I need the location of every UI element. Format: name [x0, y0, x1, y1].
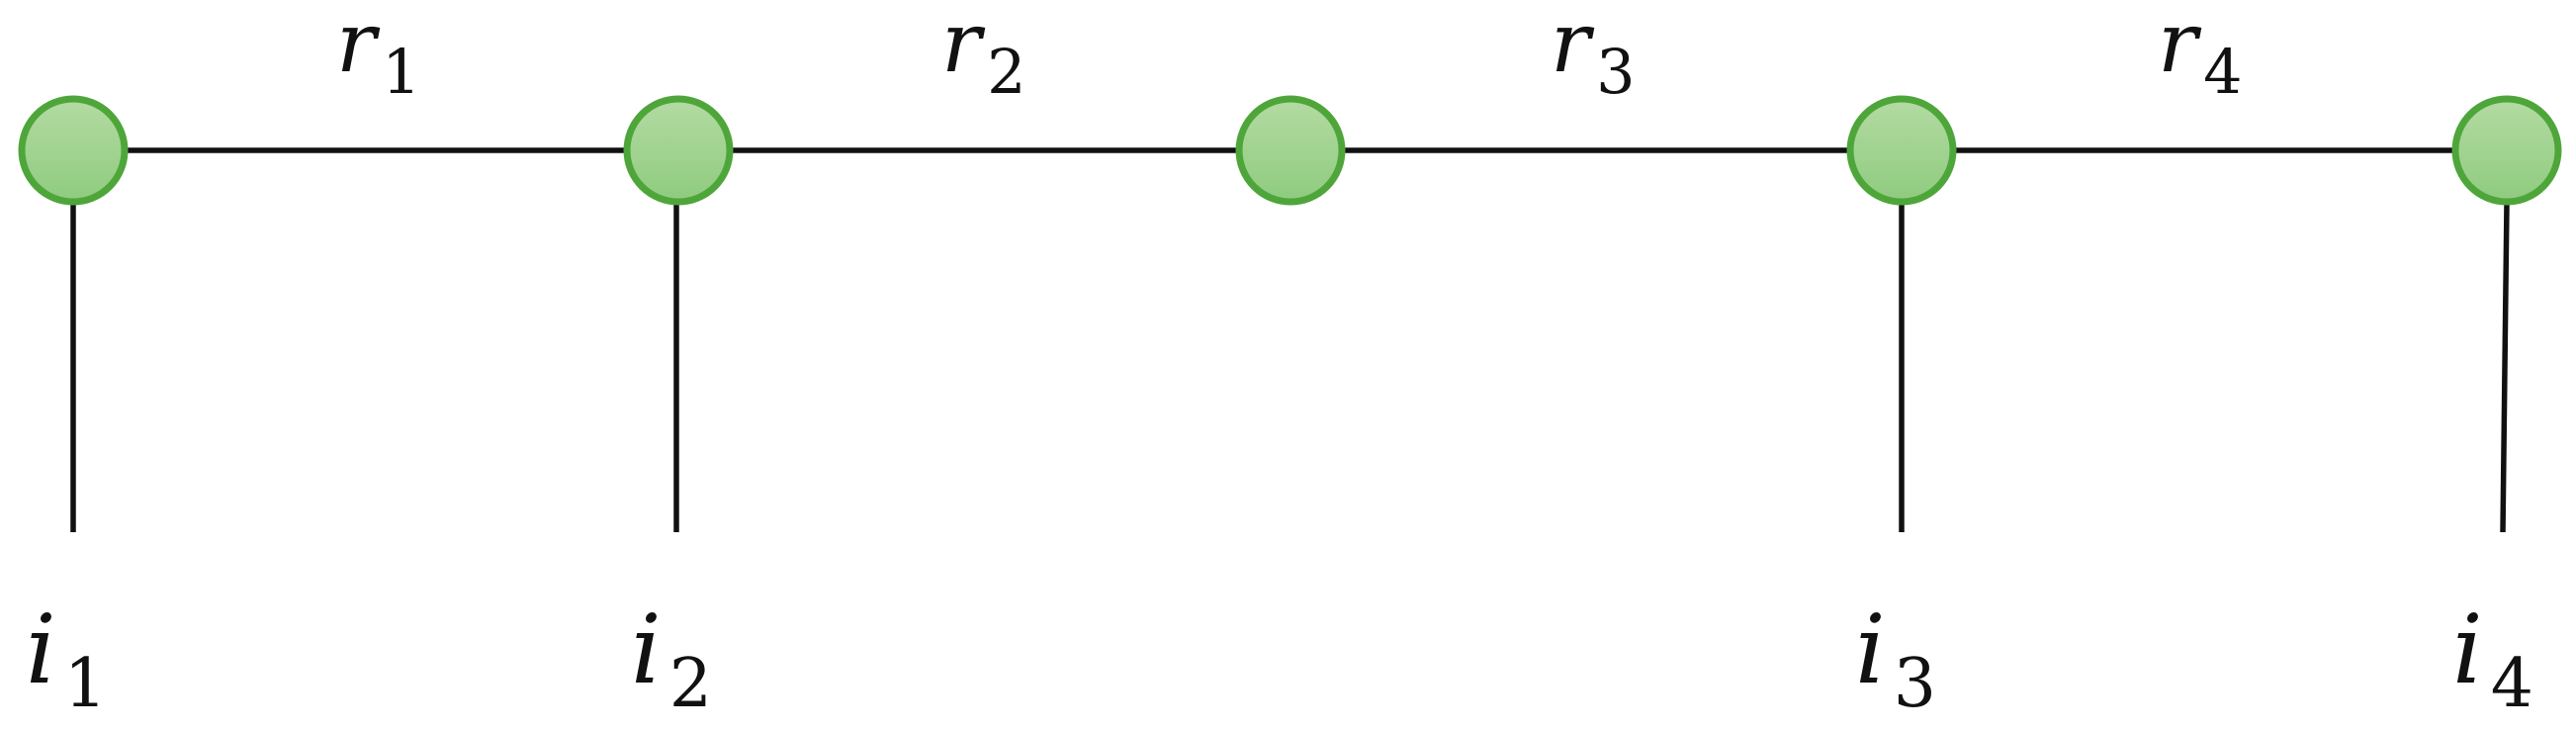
tensor-node-5 [2451, 95, 2562, 206]
leg-label-4-base: i [2452, 594, 2483, 705]
bond-label-3: r3 [1551, 0, 1636, 108]
bond-label-1-sub: 1 [382, 36, 420, 108]
bond-labels: r1 r2 r3 r4 [336, 0, 2243, 108]
leg-line-4 [2500, 202, 2510, 533]
bond-label-3-sub: 3 [1596, 36, 1635, 108]
leg-label-4-sub: 4 [2491, 645, 2533, 723]
tensor-node-2 [623, 95, 734, 206]
leg-label-1-sub: 1 [64, 645, 107, 723]
leg-label-2-base: i [631, 594, 662, 705]
tensor-node-1 [18, 95, 129, 206]
leg-label-2-sub: 2 [669, 645, 712, 723]
bond-label-4-base: r [2158, 0, 2202, 91]
bond-label-3-base: r [1551, 0, 1595, 91]
bond-label-2-base: r [941, 0, 986, 91]
bond-label-1: r1 [336, 0, 421, 108]
leg-label-3-base: i [1855, 594, 1886, 705]
tensor-node-4 [1846, 95, 1957, 206]
tensor-nodes [18, 95, 2562, 206]
tensor-node-3 [1235, 95, 1346, 206]
bond-label-4: r4 [2158, 0, 2243, 108]
leg-lines [70, 202, 2510, 533]
bond-label-2: r2 [941, 0, 1026, 108]
leg-label-3-sub: 3 [1894, 645, 1936, 723]
bond-label-4-sub: 4 [2203, 36, 2242, 108]
bond-label-1-base: r [336, 0, 381, 91]
bond-label-2-sub: 2 [987, 36, 1025, 108]
leg-label-1-base: i [26, 594, 56, 705]
